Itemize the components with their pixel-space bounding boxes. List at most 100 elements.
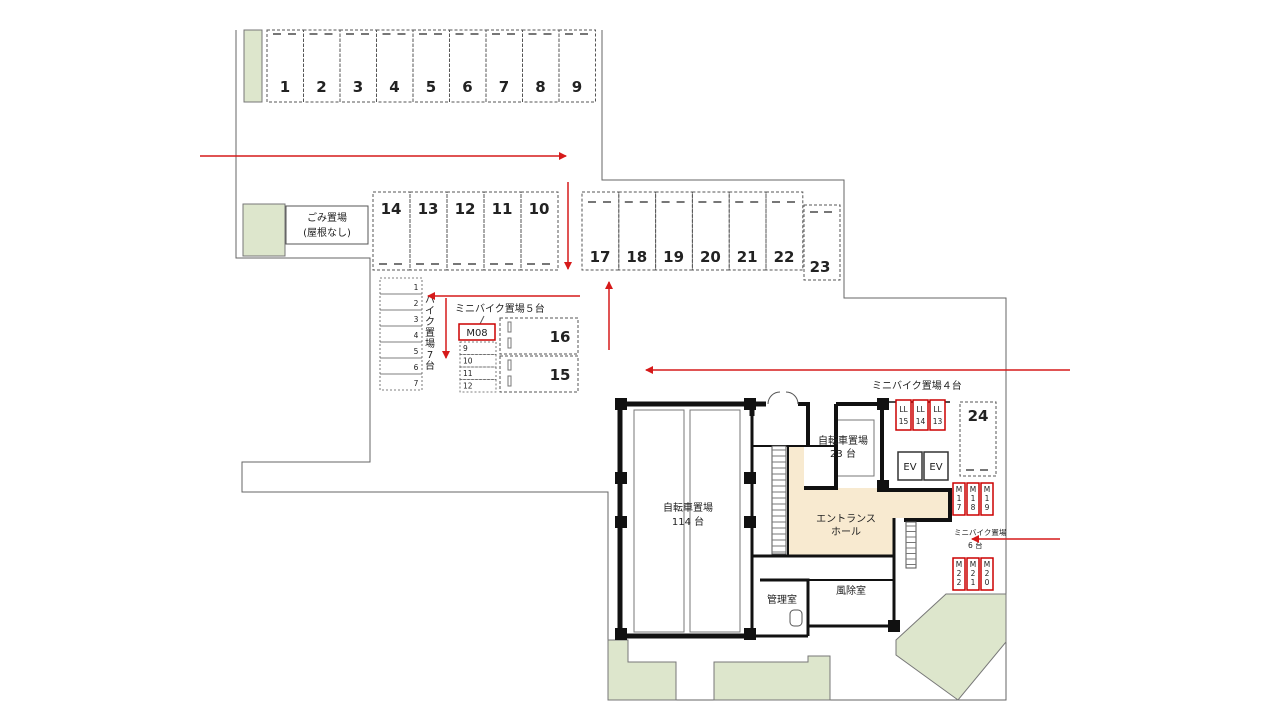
parking-space-19-label: 19 <box>663 248 684 266</box>
parking-space-3-label: 3 <box>353 78 363 96</box>
bicycle-23-count: 23 台 <box>830 447 856 460</box>
mini-bike-slot-10 <box>459 354 497 368</box>
parking-space-20-label: 20 <box>700 248 721 266</box>
mini-bike-m08-highlight <box>458 323 496 341</box>
entrance-hall-label-2: ホール <box>831 526 861 538</box>
planting-bottom-right <box>895 593 1007 701</box>
parking-space-16-label: 16 <box>550 328 571 346</box>
mini-bike-box-line2: 14 <box>916 417 926 426</box>
planting-bottom-mid <box>713 655 831 701</box>
mini-bike-box-bottom-char: 2 <box>985 569 990 578</box>
parking-space-14-label: 14 <box>381 200 402 218</box>
bike-parking-7-char: バ <box>425 294 435 306</box>
garbage-area-box <box>285 205 369 245</box>
garbage-area-label: ごみ置場 <box>307 211 347 224</box>
bike-slot-1-label: 1 <box>414 283 419 292</box>
mini-bike-slot-9-label: 9 <box>463 344 468 353</box>
bike-slot-5-label: 5 <box>414 347 419 356</box>
bike-slot-2-label: 2 <box>414 299 419 308</box>
elevator-1-label: EV <box>903 462 916 473</box>
bike-slot-4 <box>379 325 423 343</box>
bike-parking-7-char: 置 <box>425 327 435 339</box>
parking-space-10-label: 10 <box>529 200 550 218</box>
mini-bike-box-M18 <box>966 482 980 516</box>
mini-bike-box-line2: 15 <box>899 417 909 426</box>
mini-bike-box-LL13 <box>929 399 946 431</box>
windbreak-room-label: 風除室 <box>836 584 866 597</box>
mini-bike-box-bottom-char: 2 <box>957 578 962 587</box>
mini-bike-box-bottom-char: 0 <box>985 578 990 587</box>
parking-space-21-label: 21 <box>737 248 758 266</box>
parking-space-4-label: 4 <box>389 78 399 96</box>
mini-bike-slot-11 <box>459 366 497 380</box>
mini-bike-slot-12-label: 12 <box>463 382 473 391</box>
parking-space-17-label: 17 <box>590 248 611 266</box>
bike-parking-7-char: 台 <box>425 359 435 372</box>
parking-space-24-label: 24 <box>968 407 989 425</box>
bike-slot-7-label: 7 <box>414 379 419 388</box>
mini-bike-box-top-char: 8 <box>971 503 976 512</box>
mini-bike-box-top-char: 1 <box>985 494 990 503</box>
mini-bike-box-bottom-char: 2 <box>971 569 976 578</box>
parking-space-2-label: 2 <box>316 78 326 96</box>
bike-slot-2 <box>379 293 423 311</box>
mini-bike-box-bottom-char: M <box>984 560 990 569</box>
parking-space-24 <box>959 401 997 477</box>
mini-bike-6-label: ミニバイク置場 <box>954 527 1007 537</box>
parking-space-8-label: 8 <box>535 78 545 96</box>
mini-bike-5-slots: 9 10 11 12 <box>459 341 497 393</box>
mini-bike-box-top-char: M <box>956 485 962 494</box>
parking-row-middle: 14 13 12 11 10 <box>372 191 559 271</box>
parking-space-6-label: 6 <box>462 78 472 96</box>
mini-bike-box-top-char: M <box>970 485 976 494</box>
mini-bike-4-label: ミニバイク置場４台 <box>872 379 962 392</box>
mini-bike-slot-11-label: 11 <box>463 369 473 378</box>
mini-bike-m08-label: M08 <box>466 328 487 339</box>
mini-bike-slot-9 <box>459 341 497 355</box>
parking-space-15 <box>499 355 579 393</box>
mini-bike-slot-12 <box>459 379 497 393</box>
parking-space-9-label: 9 <box>572 78 582 96</box>
bike-parking-7-char: 7 <box>427 350 433 361</box>
mini-bike-box-bottom-char: M <box>956 560 962 569</box>
mini-bike-box-M22 <box>952 557 966 591</box>
mini-bike-box-bottom-char: 1 <box>971 578 976 587</box>
bike-parking-7-char: イ <box>425 306 435 317</box>
mini-bike-box-LL14 <box>912 399 929 431</box>
bicycle-114-count: 114 台 <box>672 515 704 528</box>
mini-bike-box-top-char: 7 <box>957 503 962 512</box>
mini-bike-box-line1: LL <box>916 405 925 414</box>
entrance-hall-label: エントランス <box>816 513 876 525</box>
parking-space-23 <box>803 204 841 281</box>
parking-space-15-label: 15 <box>550 366 571 384</box>
planting-top-left <box>243 29 263 103</box>
parking-space-1-label: 1 <box>280 78 290 96</box>
garbage-area-note: (屋根なし) <box>303 226 351 239</box>
parking-space-11-label: 11 <box>492 200 513 218</box>
parking-space-12-label: 12 <box>455 200 476 218</box>
bike-slot-5 <box>379 341 423 359</box>
planting-bottom-left <box>607 639 677 701</box>
bike-parking-7-char: 場 <box>425 337 435 350</box>
bike-slot-4-label: 4 <box>414 331 419 340</box>
bike-slot-6-label: 6 <box>414 363 419 372</box>
parking-space-22 <box>765 191 804 271</box>
elevator-2 <box>923 451 949 481</box>
parking-space-13-label: 13 <box>418 200 439 218</box>
bike-slot-1 <box>379 277 423 295</box>
parking-space-22-label: 22 <box>774 248 795 266</box>
bike-slot-7 <box>379 373 423 391</box>
mini-bike-slot-10-label: 10 <box>463 357 473 366</box>
elevator-1 <box>897 451 923 481</box>
site-boundary <box>235 30 1007 701</box>
mini-bike-box-line2: 13 <box>933 417 943 426</box>
building: EV EV 自転車置場 114 台 自転車置場 23 台 エントランス ホール … <box>615 391 952 640</box>
mini-bike-box-top-char: 9 <box>985 503 990 512</box>
mini-bike-box-M19 <box>980 482 994 516</box>
